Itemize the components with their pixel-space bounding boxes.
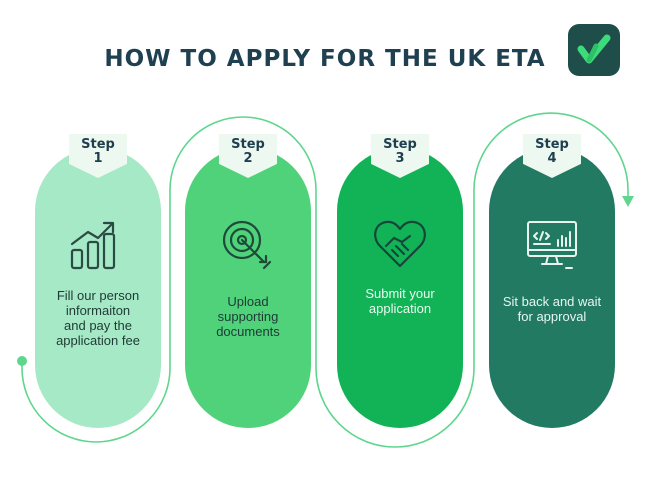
step-4-line-1: Sit back and wait [502,294,602,309]
step-1-card [35,148,161,428]
target-icon [220,216,276,277]
step-4-line-2: for approval [517,309,587,324]
step-3-description: Submit your application [345,286,455,316]
step-3-line-1: Submit your [365,286,435,301]
monitor-code-icon [524,216,582,277]
step-1-line-3: and pay the [64,318,132,333]
step-2-line-1: Upload [227,294,269,309]
growth-chart-icon [68,216,128,277]
step-1-line-4: application fee [56,333,140,348]
flow-end-arrow [622,196,634,207]
step-2-line-3: documents [216,324,280,339]
step-2-description: Upload supporting documents [193,294,303,339]
step-4-number: 4 [547,151,557,166]
step-3-line-2: application [368,301,432,316]
step-3-card [337,148,463,428]
step-2-line-2: supporting [217,309,279,324]
step-1-number: 1 [93,151,103,166]
flow-start-dot [17,356,27,366]
step-2-card [185,148,311,428]
step-4-card [489,148,615,428]
step-2-word: Step [231,137,265,152]
step-3-number: 3 [395,151,405,166]
step-1-line-2: informaiton [65,303,131,318]
brand-logo [568,24,620,76]
checkmark-icon [577,34,611,64]
step-4-description: Sit back and wait for approval [497,294,607,324]
step-1-line-1: Fill our person [56,288,140,303]
step-4-word: Step [535,137,569,152]
step-1-word: Step [81,137,115,152]
handshake-heart-icon [372,216,428,277]
step-3-word: Step [383,137,417,152]
page-title: HOW TO APPLY FOR THE UK ETA [104,46,546,72]
step-1-description: Fill our person informaiton and pay the … [43,288,153,348]
step-2-number: 2 [243,151,253,166]
